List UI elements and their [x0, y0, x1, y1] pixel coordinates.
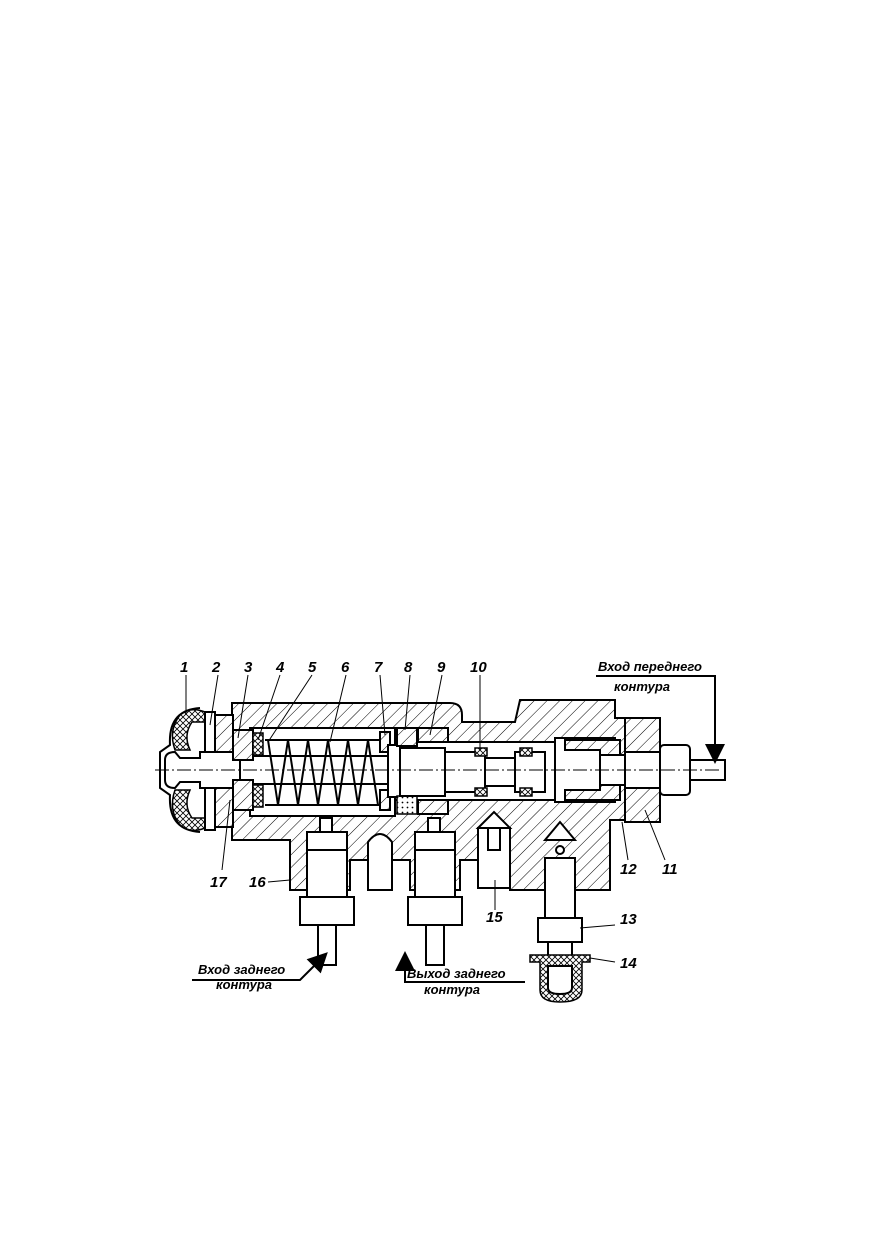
callout-14: 14	[620, 955, 637, 972]
callout-5: 5	[308, 659, 317, 676]
sensor-15	[475, 810, 513, 889]
front-inlet-label-line2: контура	[614, 679, 670, 694]
callout-4: 4	[275, 659, 285, 676]
callout-7: 7	[374, 659, 383, 676]
rear-outlet-fitting	[407, 817, 463, 966]
spring-seat	[379, 731, 401, 811]
port-labels: Вход переднего контура Вход заднего конт…	[198, 659, 702, 997]
rear-inlet-label-line1: Вход заднего	[198, 962, 285, 977]
callout-12: 12	[620, 861, 637, 878]
switch-13	[537, 820, 583, 957]
callout-17: 17	[210, 874, 227, 891]
rear-inlet-fitting	[299, 817, 355, 966]
spring	[265, 739, 380, 806]
callout-2: 2	[211, 659, 221, 676]
callout-13: 13	[620, 911, 637, 928]
callout-labels: 1 2 3 4 5 6 7 8 9 10 11 12 13 14 15 16 1…	[180, 659, 678, 972]
callout-1: 1	[180, 659, 188, 676]
guide-bushings	[232, 729, 264, 811]
callout-3: 3	[244, 659, 253, 676]
protective-cap-14	[529, 954, 591, 1003]
callout-10: 10	[470, 659, 487, 676]
rear-outlet-label-line1: Выход заднего	[407, 966, 506, 981]
port-arrows	[192, 675, 725, 983]
callout-15: 15	[486, 909, 503, 926]
callout-8: 8	[404, 659, 413, 676]
piston	[444, 747, 546, 797]
sleeve	[396, 727, 449, 815]
leader-lines	[185, 674, 666, 963]
callout-16: 16	[249, 874, 266, 891]
callout-6: 6	[341, 659, 350, 676]
rear-inlet-label-line2: контура	[216, 977, 272, 992]
callout-9: 9	[437, 659, 446, 676]
callout-11: 11	[662, 861, 678, 878]
rear-outlet-label-line2: контура	[424, 982, 480, 997]
front-inlet-label-line1: Вход переднего	[598, 659, 702, 674]
